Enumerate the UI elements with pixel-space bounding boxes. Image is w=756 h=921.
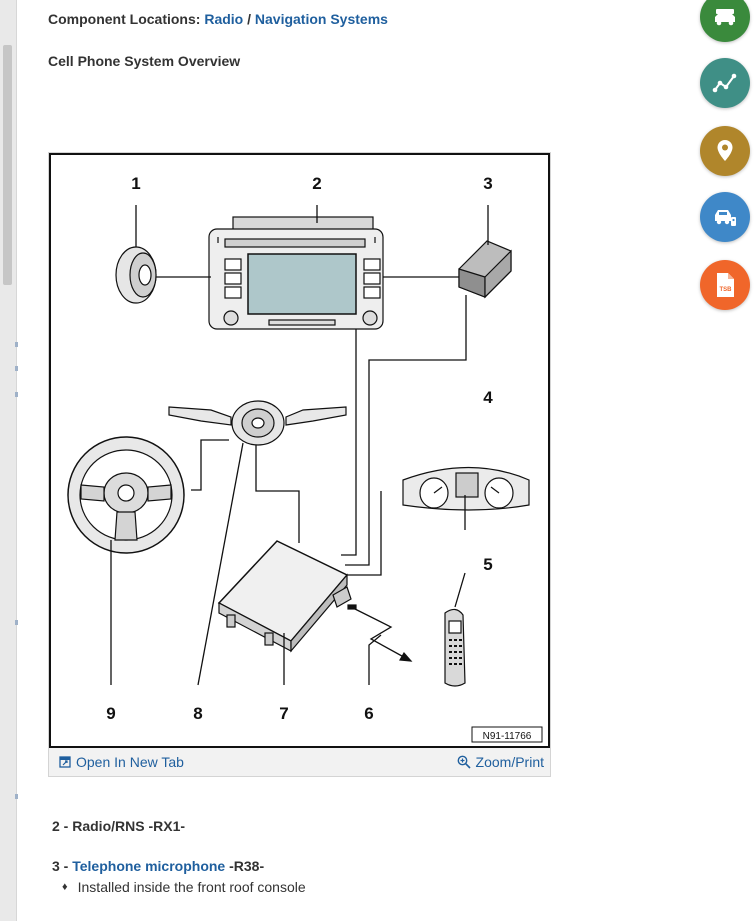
zoom-print-button[interactable]: Zoom/Print (457, 754, 544, 770)
microphone-module-drawing (458, 240, 512, 299)
cell-phone-drawing (444, 608, 466, 687)
rail-marker (15, 392, 18, 397)
location-button[interactable] (700, 126, 750, 176)
callout-4: 4 (483, 388, 493, 407)
list-item-2: 2 - Radio/RNS -RX1- (52, 818, 185, 834)
instrument-cluster-drawing (402, 466, 530, 511)
vehicle-diagnostics-icon (715, 210, 736, 226)
breadcrumb-link-navigation[interactable]: Navigation Systems (254, 11, 388, 27)
component-diagram: 1 2 3 4 5 6 7 8 9 N91-11766 (49, 153, 550, 748)
open-new-tab-icon (59, 756, 71, 768)
callout-6: 6 (364, 704, 373, 723)
figure-actions: Open In New Tab Zoom/Print (49, 748, 550, 776)
steering-wheel-drawing (67, 436, 185, 554)
telephone-control-unit-drawing (217, 540, 352, 653)
diagram-svg: 1 2 3 4 5 6 7 8 9 N91-11766 (67, 174, 543, 743)
figure-reference-code: N91-11766 (483, 731, 532, 742)
wiring-icon (712, 73, 737, 93)
open-in-new-tab-button[interactable]: Open In New Tab (59, 754, 184, 770)
item-number: 3 - (52, 858, 69, 874)
breadcrumb-link-radio[interactable]: Radio (204, 11, 244, 27)
vehicle-info-button[interactable] (700, 0, 750, 42)
zoom-icon (457, 755, 471, 769)
callout-8: 8 (193, 704, 202, 723)
diamond-bullet-icon: ♦ (62, 881, 68, 893)
tsb-button[interactable]: TSB (700, 260, 750, 310)
steering-column-switch-drawing (168, 400, 347, 446)
wiring-button[interactable] (700, 58, 750, 108)
callout-9: 9 (106, 704, 115, 723)
location-pin-icon (717, 140, 733, 161)
left-scrollbar[interactable] (0, 0, 17, 921)
rail-marker (15, 794, 18, 799)
breadcrumb: Component Locations: Radio / Navigation … (48, 11, 388, 27)
breadcrumb-separator: / (247, 11, 251, 27)
rail-marker (15, 366, 18, 371)
callout-5: 5 (483, 555, 492, 574)
tsb-document-icon: TSB (717, 273, 734, 297)
callout-1: 1 (131, 174, 140, 193)
bullet-item: ♦ Installed inside the front roof consol… (62, 879, 306, 895)
radio-unit-drawing (208, 216, 384, 330)
telephone-microphone-link[interactable]: Telephone microphone (72, 858, 226, 874)
figure-container: 1 2 3 4 5 6 7 8 9 N91-11766 Open In New … (48, 152, 551, 777)
list-item-3: 3 - Telephone microphone -R38- (52, 858, 264, 874)
bullet-text: Installed inside the front roof console (77, 879, 306, 895)
zoom-print-label: Zoom/Print (475, 754, 544, 770)
rail-marker (15, 342, 18, 347)
callout-7: 7 (279, 704, 288, 723)
speaker-drawing (115, 246, 157, 304)
callout-3: 3 (483, 174, 492, 193)
rail-marker (15, 620, 18, 625)
left-scrollbar-thumb[interactable] (3, 45, 12, 285)
vehicle-info-icon (715, 9, 735, 26)
vehicle-diagnostics-button[interactable] (700, 192, 750, 242)
item-number: 2 - (52, 818, 69, 834)
item-name: Radio/RNS -RX1- (72, 818, 186, 834)
callout-2: 2 (312, 174, 321, 193)
connection-lines (110, 205, 489, 686)
breadcrumb-prefix: Component Locations: (48, 11, 201, 27)
tsb-label: TSB (720, 287, 733, 293)
item-code: -R38- (229, 858, 265, 874)
open-in-new-tab-label: Open In New Tab (76, 754, 184, 770)
page-title: Cell Phone System Overview (48, 53, 241, 69)
